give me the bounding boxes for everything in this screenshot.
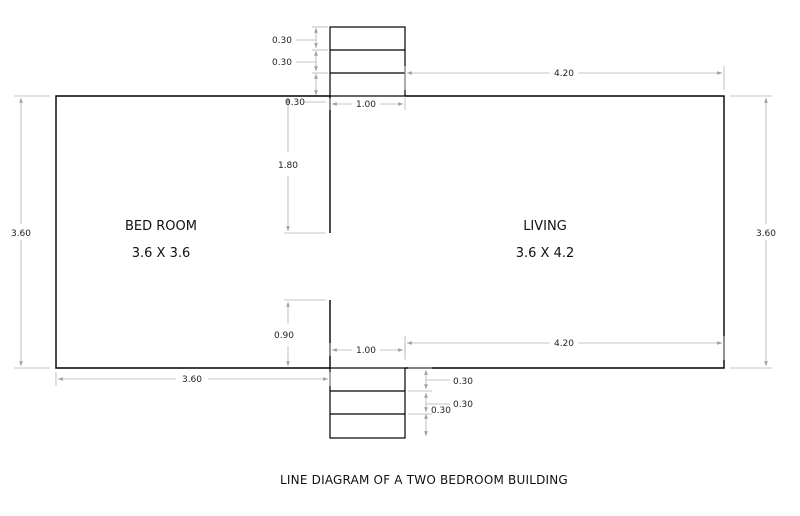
- dim-top-steps: [296, 26, 328, 95]
- dim-wall-upper: [284, 98, 326, 234]
- dim-left-height: [14, 95, 50, 369]
- dim-label-passage-top: 1.00: [356, 100, 376, 110]
- top-steps: [329, 26, 406, 97]
- bedroom-size: 3.6 X 3.6: [132, 246, 191, 261]
- dim-label-wall-upper: 1.80: [278, 161, 298, 171]
- dim-label-passage-bottom: 1.00: [356, 346, 376, 356]
- dim-wall-lower: [284, 299, 326, 366]
- bottom-step-block: [329, 367, 406, 439]
- dim-label-living-bottom: 4.20: [554, 339, 574, 349]
- dim-label-top-step: 0.30: [272, 36, 292, 46]
- dim-passage-top: [329, 98, 406, 110]
- dim-label-top-step: 0.30: [272, 58, 292, 68]
- living-size: 3.6 X 4.2: [516, 246, 575, 261]
- dim-label-bottom-step: 0.30: [431, 406, 451, 416]
- dim-right-height: [730, 95, 772, 369]
- dim-label-left-height: 3.60: [11, 229, 31, 239]
- bedroom-name: BED ROOM: [125, 219, 197, 234]
- dim-bottom-steps: [408, 367, 450, 436]
- bottom-steps: [329, 367, 406, 439]
- dim-label-right-height: 3.60: [756, 229, 776, 239]
- dim-bedroom-width: [55, 372, 331, 386]
- dim-passage-bottom: [329, 343, 406, 356]
- building-outline: [55, 95, 725, 369]
- living-name: LIVING: [523, 219, 567, 234]
- dim-label-bedroom-width: 3.60: [182, 375, 202, 385]
- diagram-caption: LINE DIAGRAM OF A TWO BEDROOM BUILDING: [280, 473, 568, 487]
- dim-label-top-step: 0.30: [285, 98, 305, 108]
- dim-label-living-top: 4.20: [554, 69, 574, 79]
- bedroom-wall: [55, 95, 331, 369]
- living-wall: [405, 95, 725, 369]
- dim-label-bottom-step: 0.30: [453, 377, 473, 387]
- dim-living-top-width: [404, 66, 725, 90]
- dim-label-wall-lower: 0.90: [274, 331, 294, 341]
- dim-label-bottom-step: 0.30: [453, 400, 473, 410]
- top-step-block: [329, 26, 406, 97]
